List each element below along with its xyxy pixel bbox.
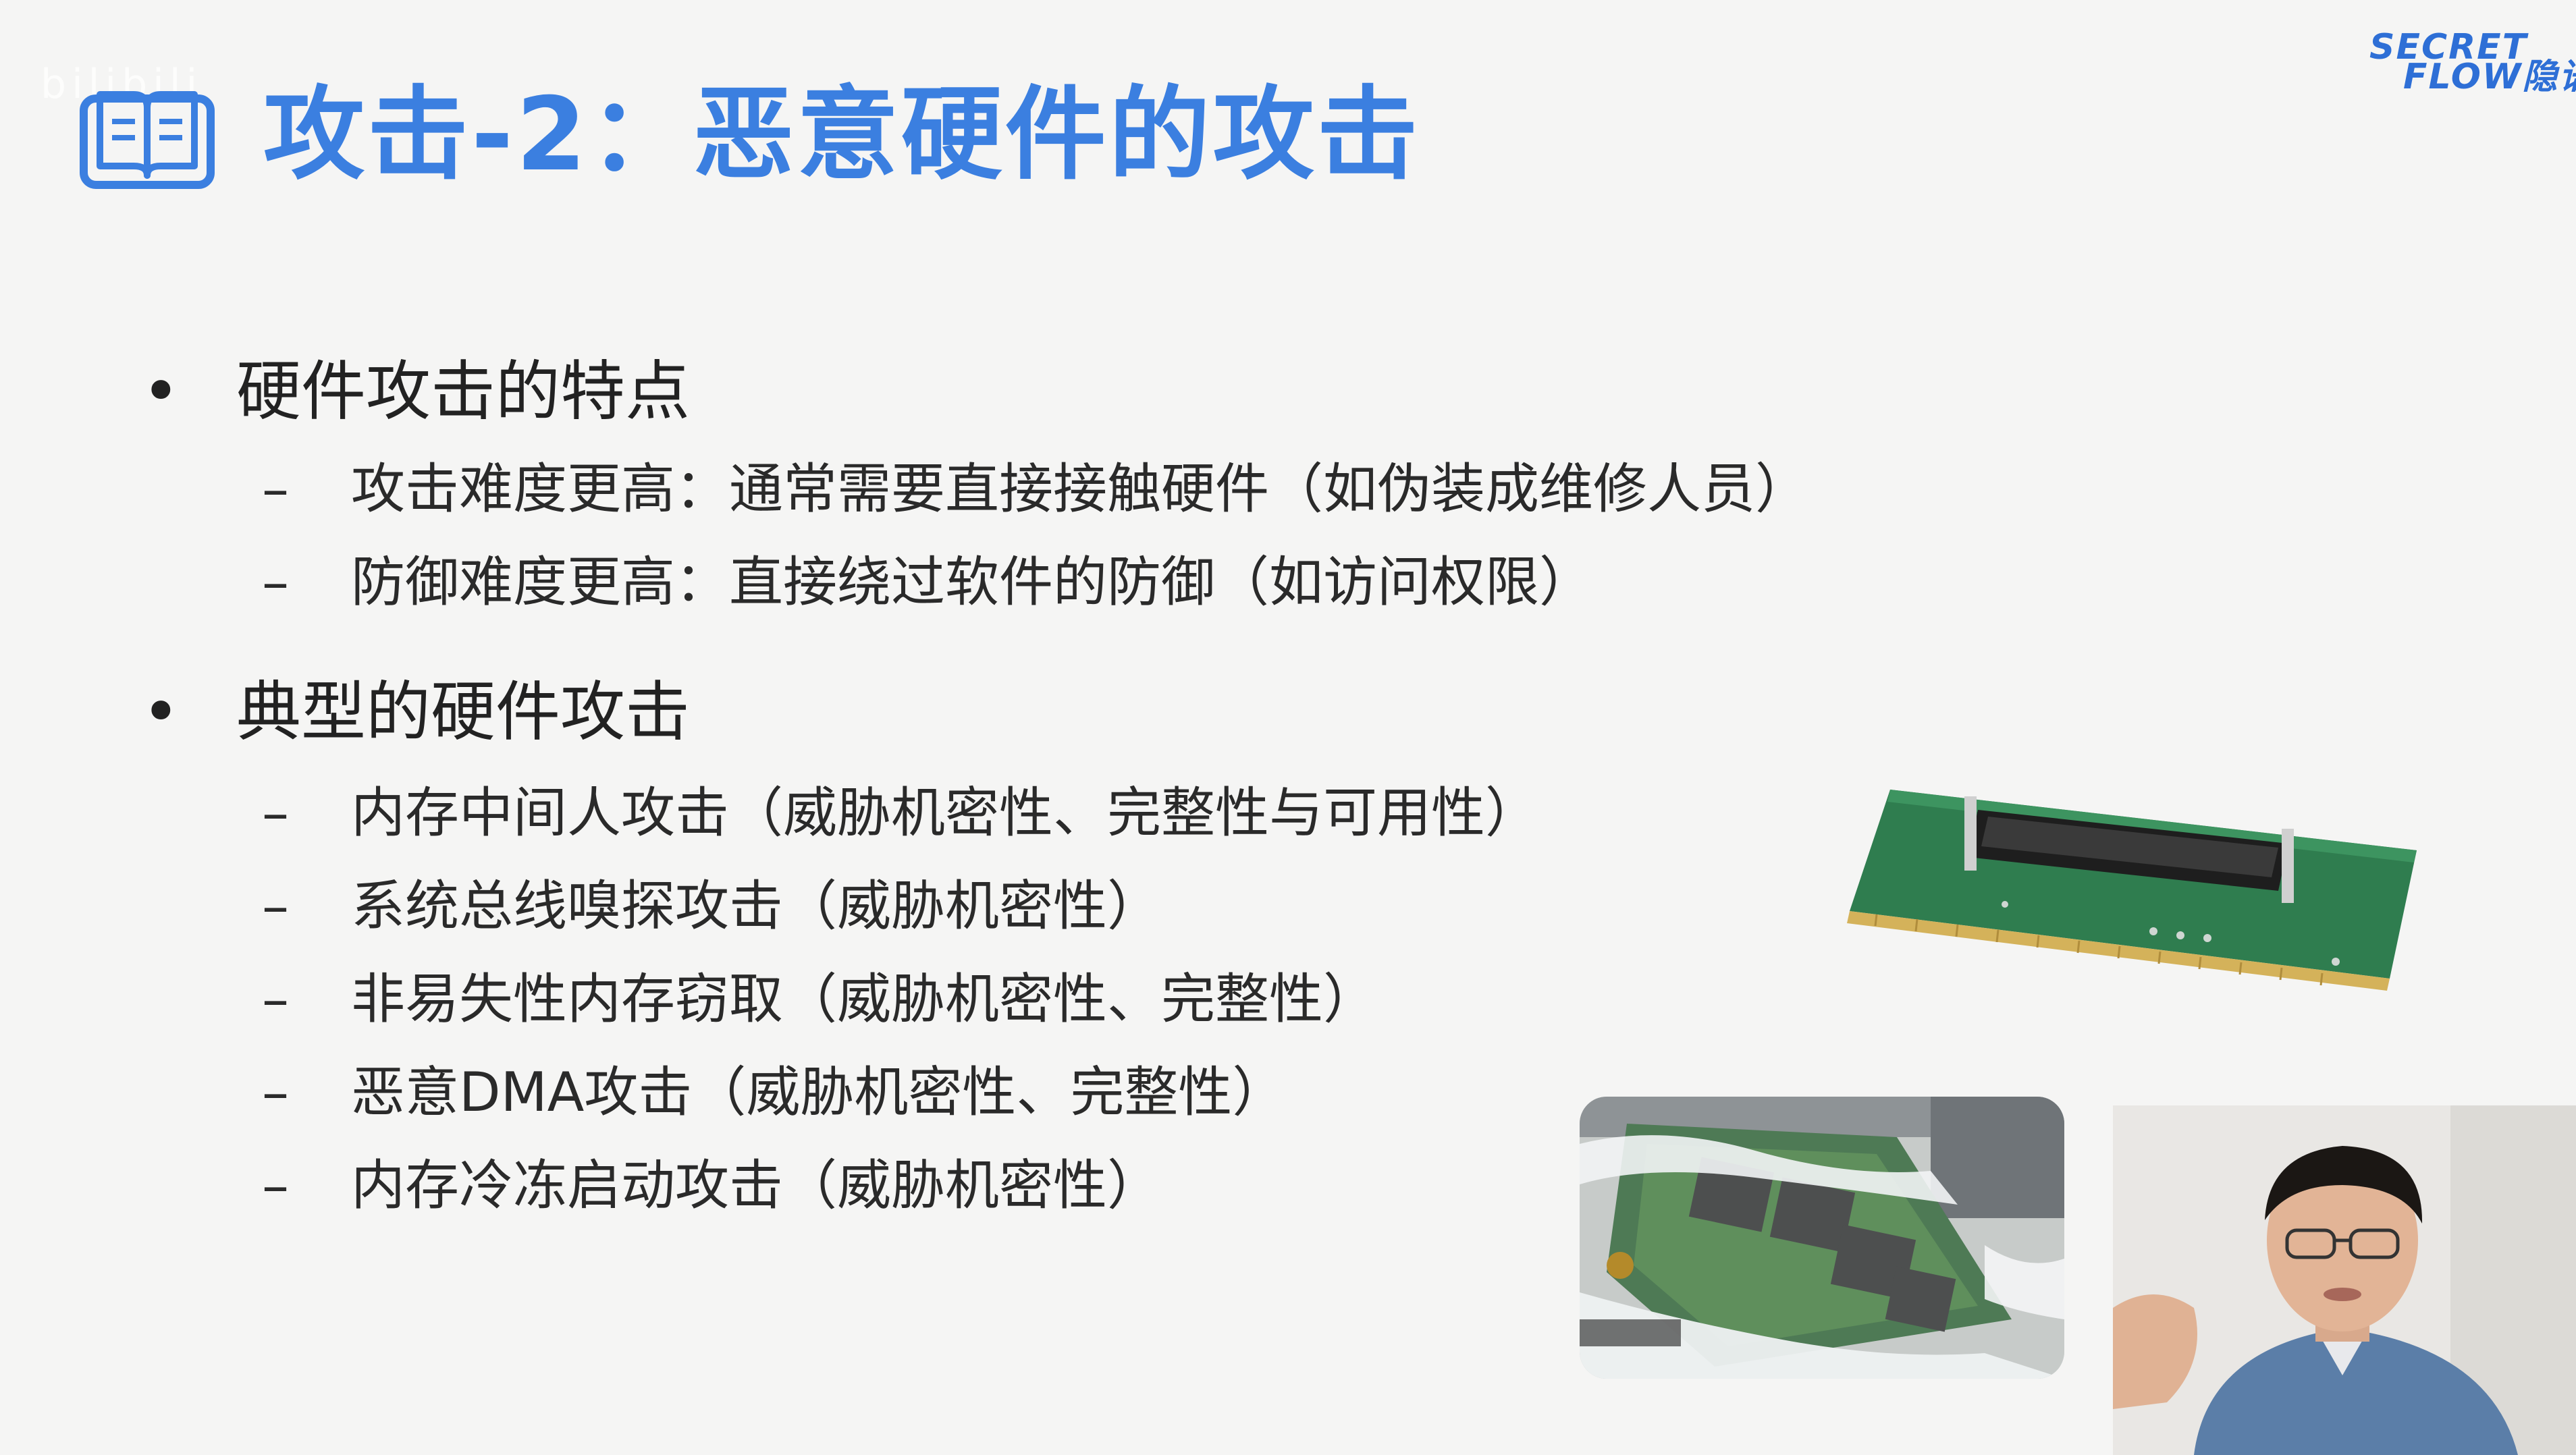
list-item-text: 非易失性内存窃取（威胁机密性、完整性） (351, 968, 1377, 1031)
dash: – (262, 875, 289, 937)
bullet-dot: • (142, 674, 180, 750)
list-item: – 系统总线嗅探攻击（威胁机密性） (262, 869, 1161, 943)
dash: – (262, 968, 289, 1031)
list-item: – 非易失性内存窃取（威胁机密性、完整性） (262, 962, 1377, 1037)
list-item-text: 系统总线嗅探攻击（威胁机密性） (351, 875, 1161, 937)
list-item-text: 内存冷冻启动攻击（威胁机密性） (351, 1154, 1161, 1217)
logo-line-2: FLOW隐语 (2403, 57, 2576, 97)
list-item: – 恶意DMA攻击（威胁机密性、完整性） (262, 1055, 1287, 1130)
presenter-video (2113, 1105, 2576, 1455)
list-item: – 内存中间人攻击（威胁机密性、完整性与可用性） (262, 776, 1539, 850)
list-item: – 攻击难度更高：通常需要直接接触硬件（如伪装成维修人员） (262, 452, 1809, 526)
book-icon (80, 81, 215, 189)
logo-line-1: SECRET (2369, 27, 2528, 67)
ram-adapter-image (1836, 776, 2430, 999)
page-title: 攻击-2：恶意硬件的攻击 (263, 76, 1421, 194)
bullet-dot: • (142, 354, 180, 429)
list-item: – 内存冷冻启动攻击（威胁机密性） (262, 1149, 1161, 1223)
list-item: – 防御难度更高：直接绕过软件的防御（如访问权限） (262, 545, 1593, 620)
list-item-text: 防御难度更高：直接绕过软件的防御（如访问权限） (351, 551, 1593, 613)
section-heading: • 硬件攻击的特点 (142, 351, 690, 432)
section-heading-text: 硬件攻击的特点 (236, 354, 690, 429)
dash: – (262, 1061, 289, 1124)
section-heading: • 典型的硬件攻击 (142, 671, 690, 752)
list-item-text: 恶意DMA攻击（威胁机密性、完整性） (351, 1061, 1287, 1124)
dash: – (262, 551, 289, 613)
section-heading-text: 典型的硬件攻击 (236, 674, 690, 750)
list-item-text: 内存中间人攻击（威胁机密性、完整性与可用性） (351, 781, 1539, 844)
dash: – (262, 781, 289, 844)
dash: – (262, 1154, 289, 1217)
frozen-memory-photo (1580, 1097, 2064, 1379)
secretflow-logo: SECRET FLOW隐语 (2356, 27, 2576, 97)
list-item-text: 攻击难度更高：通常需要直接接触硬件（如伪装成维修人员） (351, 458, 1809, 520)
dash: – (262, 458, 289, 520)
